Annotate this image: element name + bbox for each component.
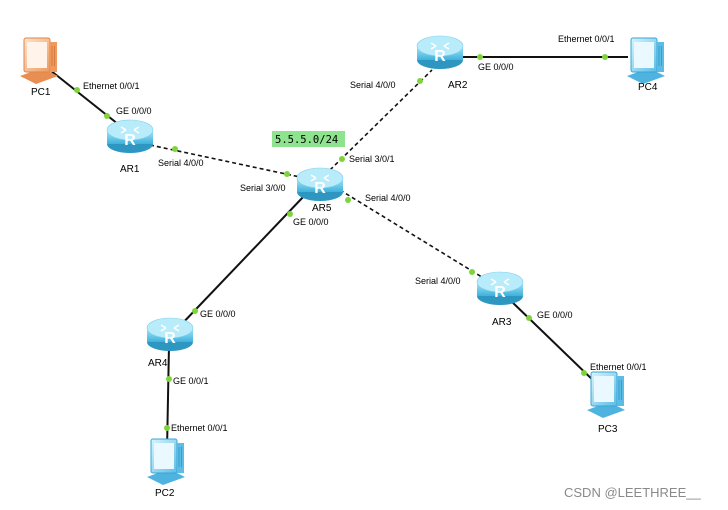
ar5-name: AR5 [312,203,332,214]
port-dot-pc4 [602,54,608,60]
ar1-name: AR1 [120,164,140,175]
port-dot-ar4-ge-up [192,308,198,314]
port-label-ar3-ge: GE 0/0/0 [537,310,573,320]
port-dot-ar5-s301 [339,156,345,162]
port-label-ar5-ge: GE 0/0/0 [293,217,329,227]
pc2-name: PC2 [155,488,175,499]
ar5-router-icon[interactable] [296,167,344,202]
port-label-ar3-s: Serial 4/0/0 [415,276,461,286]
port-label-ar2-ge: GE 0/0/0 [478,62,514,72]
port-label-ar1-s: Serial 4/0/0 [158,158,204,168]
ar3-name: AR3 [492,317,512,328]
link-ar5-ar2-serial [329,69,433,171]
port-label-ar4-ge-down: GE 0/0/1 [173,376,209,386]
port-dot-ar3-s [469,269,475,275]
link-ar5-ar4 [177,194,306,329]
ar4-router-icon[interactable] [146,317,194,352]
ar2-name: AR2 [448,80,468,91]
pc4-computer-icon[interactable] [626,37,666,85]
port-label-ar5-s400: Serial 4/0/0 [365,193,411,203]
port-label-ar1-ge: GE 0/0/0 [116,106,152,116]
network-label: 5.5.5.0/24 [275,134,338,146]
pc3-name: PC3 [598,424,618,435]
ar3-router-icon[interactable] [476,271,524,306]
port-dot-ar3-ge [526,315,532,321]
port-label-pc4-eth: Ethernet 0/0/1 [558,34,615,44]
link-ar1-ar5-serial [149,144,301,178]
port-label-pc1-eth: Ethernet 0/0/1 [83,81,140,91]
ar1-router-icon[interactable] [106,119,154,154]
pc1-name: PC1 [31,87,51,98]
pc2-computer-icon[interactable] [146,438,186,486]
pc3-computer-icon[interactable] [586,371,626,419]
port-dot-ar5-ge [287,211,293,217]
pc1-computer-icon[interactable] [19,37,59,85]
link-ar4-pc2 [166,344,170,451]
link-ar5-ar3-serial [339,189,491,283]
port-dot-pc1 [74,87,80,93]
port-dot-ar5-s400 [345,197,351,203]
port-dot-pc3 [581,370,587,376]
port-dot-ar1-ge [104,113,110,119]
port-label-pc3-eth: Ethernet 0/0/1 [590,362,647,372]
port-dot-ar1-s [172,146,178,152]
link-pc1-ar1 [49,69,124,129]
port-label-pc2-eth: Ethernet 0/0/1 [171,423,228,433]
port-label-ar2-s: Serial 4/0/0 [350,80,396,90]
pc4-name: PC4 [638,82,658,93]
port-dot-pc2 [164,425,170,431]
ar2-router-icon[interactable] [416,35,464,70]
port-dot-ar4-ge-down [166,376,172,382]
network-label-bg [272,131,345,147]
port-dot-ar5-s300 [284,171,290,177]
port-label-ar5-s301: Serial 3/0/1 [349,154,395,164]
ar4-name: AR4 [148,358,168,369]
port-label-ar4-ge-up: GE 0/0/0 [200,309,236,319]
watermark: CSDN @LEETHREE__ [564,485,702,500]
port-dot-ar2-s [417,78,423,84]
port-label-ar5-s300: Serial 3/0/0 [240,183,286,193]
port-dot-ar2-ge [477,54,483,60]
